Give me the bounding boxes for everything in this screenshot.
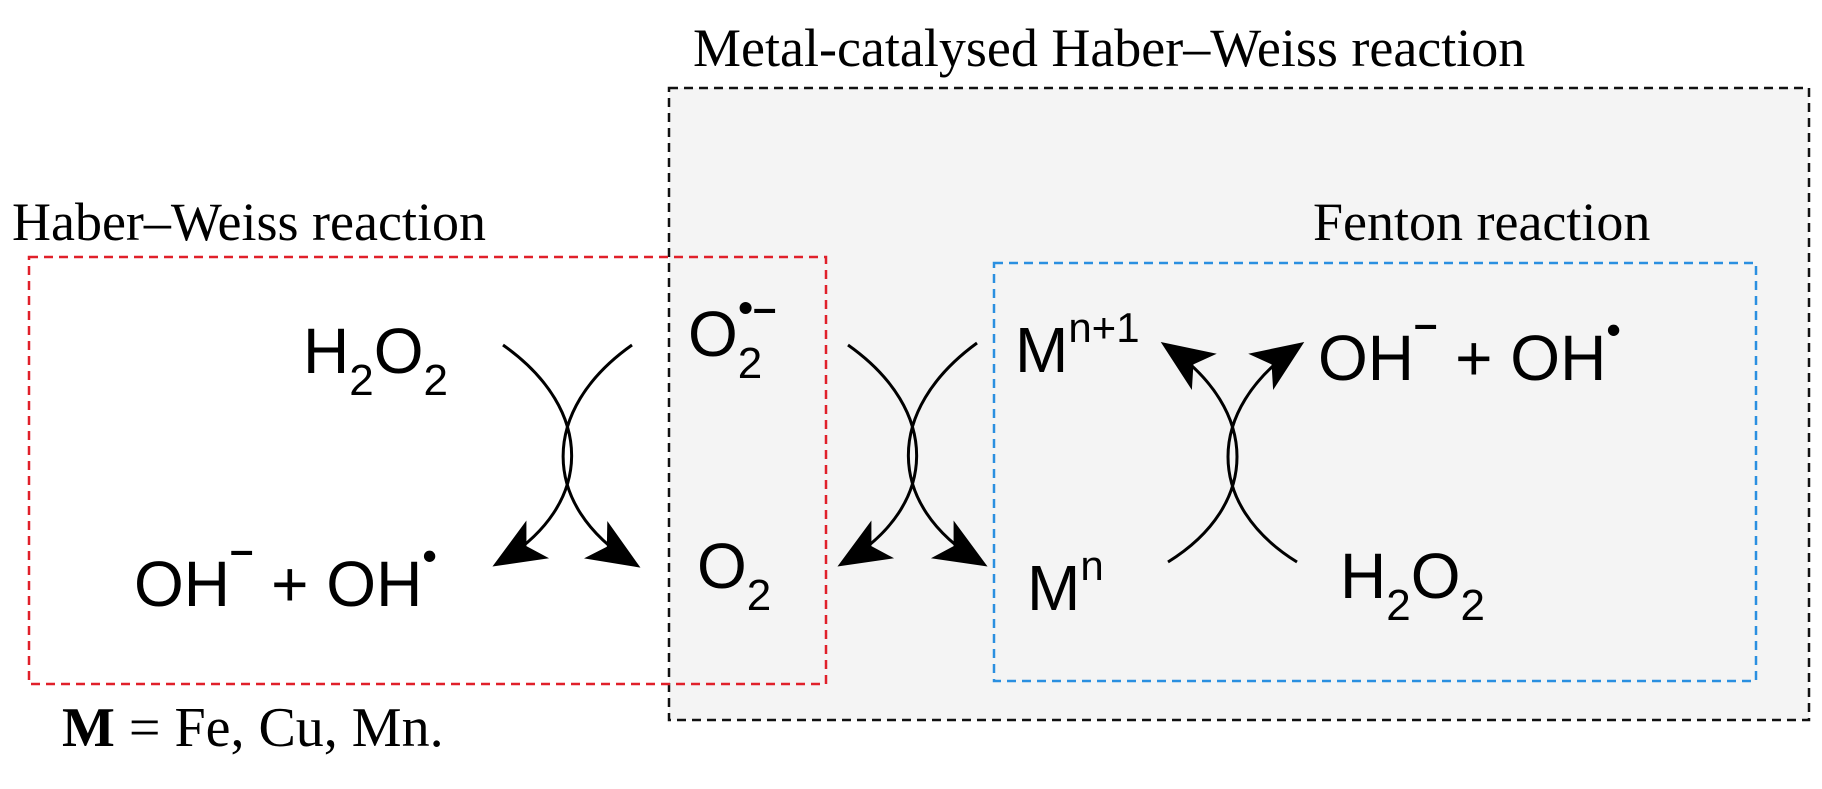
superoxide: O2•– bbox=[688, 284, 776, 388]
arrow-superoxide-to-o2-metal bbox=[837, 343, 919, 567]
metal-catalysed-box bbox=[667, 86, 1811, 722]
metal-list: = Fe, Cu, Mn. bbox=[114, 697, 444, 759]
arrow-metal-red-to-ox bbox=[1160, 342, 1239, 564]
oh-products-left: OH– + OH• bbox=[134, 526, 437, 620]
metal-symbol: M bbox=[62, 697, 115, 759]
fenton-box bbox=[992, 261, 1758, 683]
haber-weiss-label: Haber–Weiss reaction bbox=[12, 192, 486, 252]
metal-reduced: Mn bbox=[1027, 542, 1104, 624]
fenton-arrows bbox=[1160, 342, 1305, 564]
haber-weiss-arrows bbox=[492, 343, 641, 568]
metal-oxidized: Mn+1 bbox=[1015, 304, 1140, 386]
metal-definition-note: M = Fe, Cu, Mn. bbox=[62, 700, 444, 756]
h2o2-right: H2O2 bbox=[1340, 540, 1485, 630]
oxygen: O2 bbox=[697, 530, 771, 620]
oh-products-right: OH– + OH• bbox=[1318, 300, 1621, 394]
haber-weiss-box bbox=[27, 255, 828, 686]
arrow-superoxide-to-o2 bbox=[561, 343, 641, 568]
arrow-h2o2-to-oh bbox=[1226, 342, 1305, 564]
h2o2-left: H2O2 bbox=[303, 315, 448, 405]
arrow-h2o2-to-oh bbox=[492, 343, 574, 567]
metal-cycle-arrows bbox=[837, 341, 988, 567]
fenton-label: Fenton reaction bbox=[1313, 192, 1650, 252]
arrow-metal-ox-to-red bbox=[906, 341, 988, 567]
metal-catalysed-label: Metal-catalysed Haber–Weiss reaction bbox=[693, 18, 1525, 78]
